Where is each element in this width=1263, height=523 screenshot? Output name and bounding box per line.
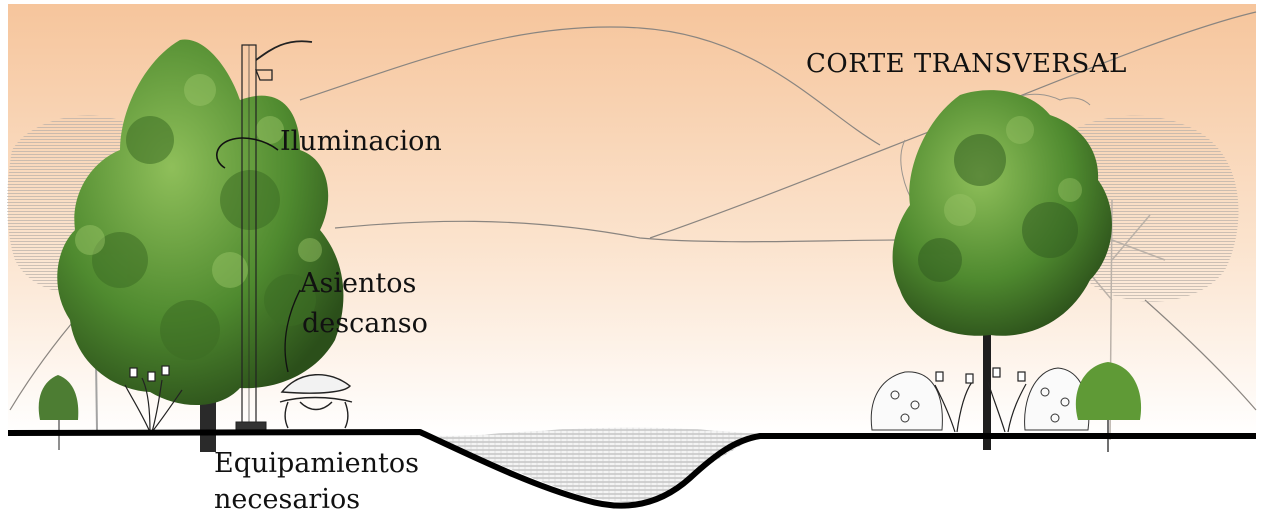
bench-icon [279,374,353,429]
grass-plants-right [934,367,1027,433]
label-asientos: Asientos [300,268,417,299]
grass-plant-left [124,365,183,433]
water-channel [420,427,760,503]
ghost-canopy-outline [1009,93,1091,106]
label-necesarios: necesarios [214,484,361,515]
iluminacion-leader [216,137,279,169]
large-conifer-tree [57,39,344,452]
deciduous-tree [892,90,1112,450]
section-title: CORTE TRANSVERSAL [806,49,1127,79]
ground-profile [7,429,1256,509]
asientos-leader [284,289,301,373]
outline-shrubs-right [870,367,1090,431]
label-descanso: descanso [302,308,428,339]
label-iluminacion: Iluminacion [280,126,442,157]
label-equipamientos: Equipamientos [214,448,419,479]
